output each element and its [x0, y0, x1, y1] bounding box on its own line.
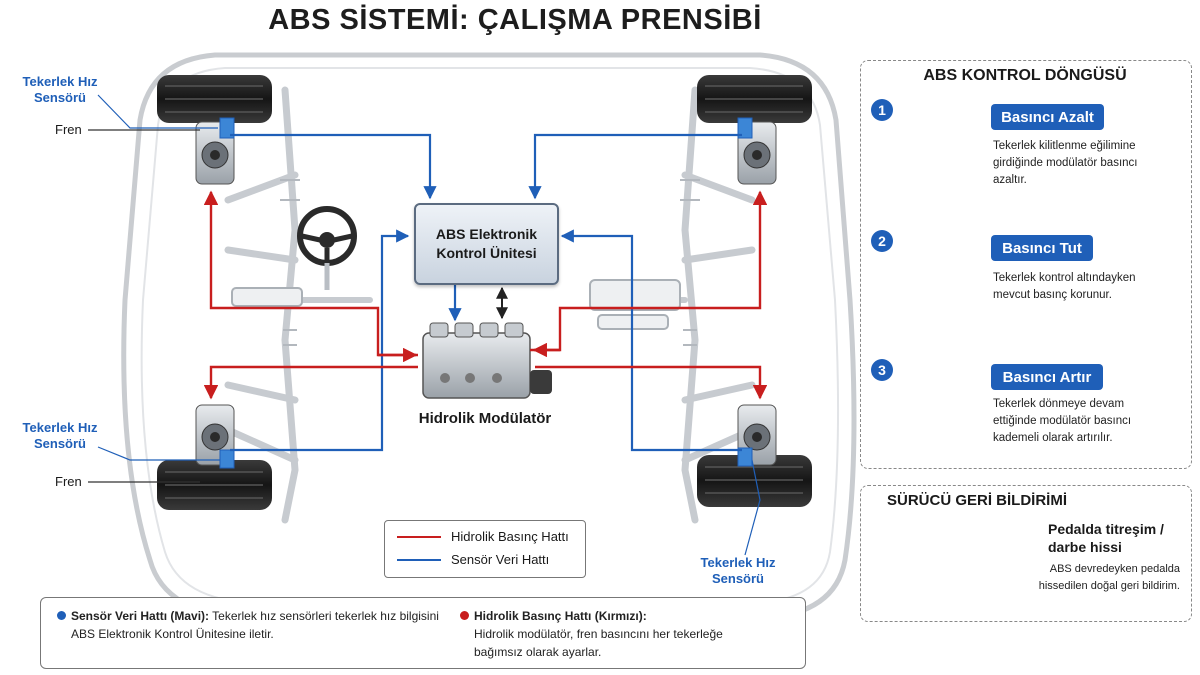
- legend: Hidrolik Basınç Hattı Sensör Veri Hattı: [384, 520, 586, 578]
- note-sensor-title: Sensör Veri Hattı (Mavi):: [71, 609, 210, 623]
- note-hydraulic-title: Hidrolik Basınç Hattı (Kırmızı):: [474, 609, 647, 623]
- legend-swatch-sensor: [397, 558, 441, 561]
- step-3-desc-line3: kademeli olarak artırılır.: [993, 432, 1113, 444]
- legend-swatch-hydraulic: [397, 535, 441, 538]
- brake-assembly-rear-right: [737, 404, 777, 467]
- brake-assembly-front-left: [195, 117, 235, 185]
- note-hydraulic-text2: bağımsız olarak ayarlar.: [474, 645, 602, 659]
- brake-assembly-front-right: [737, 117, 777, 185]
- legend-item-hydraulic: Hidrolik Basınç Hattı: [397, 529, 569, 544]
- hydraulic-modulator: [422, 322, 552, 399]
- step-3-number: 3: [871, 359, 893, 381]
- step-2-description: Tekerlek kontrol altındayken mevcut bası…: [993, 270, 1136, 304]
- brake-assembly-rear-left: [195, 404, 235, 469]
- bullet-blue: [57, 611, 66, 620]
- ecu-label-line2: Kontrol Ünitesi: [436, 245, 537, 261]
- driver-feedback-desc-line2: hissedilen doğal geri bildirim.: [1038, 580, 1180, 592]
- tire-front-left: [157, 75, 272, 123]
- tire-rear-right: [697, 455, 812, 507]
- label-sensor-rear-right: Tekerlek Hız Sensörü: [700, 555, 776, 586]
- note-sensor: Sensör Veri Hattı (Mavi): Tekerlek hız s…: [57, 607, 439, 643]
- driver-feedback-heading-line2: darbe hissi: [1048, 539, 1122, 555]
- note-hydraulic-text1: Hidrolik modülatör, fren basıncını her t…: [474, 627, 723, 641]
- step-2-label: Basıncı Tut: [991, 235, 1093, 261]
- legend-item-sensor: Sensör Veri Hattı: [397, 552, 549, 567]
- step-3-desc-line1: Tekerlek dönmeye devam: [993, 398, 1125, 410]
- step-3-description: Tekerlek dönmeye devam ettiğinde modülat…: [993, 396, 1131, 447]
- legend-label-sensor: Sensör Veri Hattı: [451, 552, 550, 567]
- note-sensor-text2: ABS Elektronik Kontrol Ünitesine iletir.: [71, 627, 274, 641]
- steering-wheel-icon: [297, 206, 357, 290]
- bullet-red: [460, 611, 469, 620]
- page-title: ABS SİSTEMİ: ÇALIŞMA PRENSİBİ: [268, 4, 762, 36]
- driver-feedback-heading: Pedalda titreşim / darbe hissi: [1048, 520, 1164, 556]
- step-1-desc-line1: Tekerlek kilitlenme eğilimine: [993, 140, 1136, 152]
- legend-label-hydraulic: Hidrolik Basınç Hattı: [451, 529, 569, 544]
- label-sensor-rear-left: Tekerlek Hız Sensörü: [22, 420, 98, 451]
- step-2-desc-line2: mevcut basınç korunur.: [993, 289, 1112, 301]
- step-1-desc-line2: girdiğinde modülatör basıncı: [993, 157, 1138, 169]
- driver-feedback-desc-line1: ABS devredeyken pedalda: [1049, 563, 1180, 575]
- note-sensor-text1: Tekerlek hız sensörleri tekerlek hız bil…: [212, 609, 439, 623]
- ecu-label-line1: ABS Elektronik: [435, 226, 538, 242]
- control-loop-title: ABS KONTROL DÖNGÜSÜ: [923, 67, 1127, 84]
- modulator-label: Hidrolik Modülatör: [418, 410, 552, 427]
- step-2-desc-line1: Tekerlek kontrol altındayken: [993, 272, 1136, 284]
- label-brake-rear-left: Fren: [55, 474, 82, 489]
- driver-feedback-description: ABS devredeyken pedalda hissedilen doğal…: [1030, 561, 1180, 595]
- leader-lines: [88, 94, 761, 556]
- hydraulic-lines: [203, 190, 768, 400]
- note-hydraulic: Hidrolik Basınç Hattı (Kırmızı): Hidroli…: [460, 607, 723, 661]
- step-1-desc-line3: azaltır.: [993, 174, 1027, 186]
- driver-feedback-panel: [860, 485, 1192, 622]
- driver-feedback-heading-line1: Pedalda titreşim /: [1048, 521, 1164, 537]
- step-3-desc-line2: ettiğinde modülatör basıncı: [993, 415, 1132, 427]
- label-brake-front-left: Fren: [55, 122, 82, 137]
- abs-ecu-box: ABS Elektronik Kontrol Ünitesi: [414, 203, 559, 285]
- step-1-label: Basıncı Azalt: [991, 104, 1104, 130]
- step-2-number: 2: [871, 230, 893, 252]
- step-1-number: 1: [871, 99, 893, 121]
- tire-front-right: [697, 75, 812, 123]
- driver-feedback-title: SÜRÜCÜ GERİ BİLDİRİMİ: [887, 492, 1067, 509]
- label-sensor-front-left: Tekerlek Hız Sensörü: [22, 74, 98, 105]
- explanation-note: [40, 597, 806, 669]
- step-1-description: Tekerlek kilitlenme eğilimine girdiğinde…: [993, 138, 1137, 189]
- step-3-label: Basıncı Artır: [991, 364, 1103, 390]
- tire-rear-left: [157, 460, 272, 510]
- sensor-lines: [230, 133, 742, 452]
